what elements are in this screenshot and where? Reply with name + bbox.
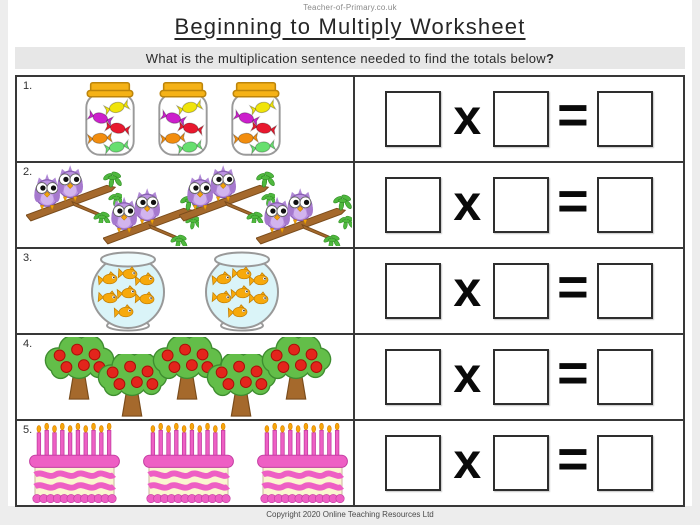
question-punctuation: ? <box>545 50 555 66</box>
question-text: What is the multiplication sentence need… <box>145 50 546 66</box>
product-box[interactable] <box>596 435 653 491</box>
worksheet-slide: Teacher-of-Primary.co.uk Beginning to Mu… <box>8 0 692 507</box>
product-box[interactable] <box>596 349 653 405</box>
equals-symbol: = <box>557 343 589 403</box>
problem-row-1: 1. x = <box>17 77 683 163</box>
apple-trees-illustration <box>44 337 332 417</box>
picture-cell-3: 3. <box>17 249 355 333</box>
problem-row-4: 4. x = <box>17 335 683 421</box>
worksheet-title: Beginning to Multiply Worksheet <box>174 14 526 39</box>
picture-cell-5: 5. <box>17 421 355 505</box>
row-number: 3. <box>23 252 33 264</box>
product-box[interactable] <box>596 91 653 147</box>
equals-symbol: = <box>557 257 589 317</box>
candy-jars-illustration <box>18 77 352 161</box>
multiply-symbol: x <box>453 433 482 489</box>
picture-cell-1: 1. <box>17 77 355 161</box>
cakes-illustration <box>18 421 352 505</box>
multiply-symbol: x <box>453 89 482 145</box>
equation-cell-2: x = <box>355 163 683 247</box>
factor1-box[interactable] <box>385 263 442 319</box>
factor2-box[interactable] <box>493 91 550 147</box>
factor1-box[interactable] <box>385 349 442 405</box>
equation-cell-1: x = <box>355 77 683 161</box>
factor1-box[interactable] <box>385 435 442 491</box>
factor2-box[interactable] <box>493 435 550 491</box>
factor2-box[interactable] <box>493 263 550 319</box>
row-number: 2. <box>23 166 33 178</box>
product-box[interactable] <box>596 177 653 233</box>
multiply-symbol: x <box>453 347 482 403</box>
question-banner: What is the multiplication sentence need… <box>15 47 685 69</box>
multiply-symbol: x <box>453 175 482 231</box>
owls-illustration <box>18 163 352 247</box>
equals-symbol: = <box>557 85 589 145</box>
fish-bowls-illustration <box>18 249 352 333</box>
copyright-footer: Copyright 2020 Online Teaching Resources… <box>266 510 434 519</box>
factor1-box[interactable] <box>385 177 442 233</box>
equals-symbol: = <box>557 429 589 489</box>
product-box[interactable] <box>596 263 653 319</box>
row-number: 4. <box>23 338 33 350</box>
picture-cell-4: 4. <box>17 335 355 419</box>
equation-cell-4: x = <box>355 335 683 419</box>
problems-table: 1. x = 2. x = <box>15 75 685 507</box>
multiply-symbol: x <box>453 261 482 317</box>
factor1-box[interactable] <box>385 91 442 147</box>
equation-cell-5: x = <box>355 421 683 505</box>
site-watermark: Teacher-of-Primary.co.uk <box>303 3 397 12</box>
factor2-box[interactable] <box>493 177 550 233</box>
row-number: 1. <box>23 80 33 92</box>
equals-symbol: = <box>557 171 589 231</box>
problem-row-2: 2. x = <box>17 163 683 249</box>
equation-cell-3: x = <box>355 249 683 333</box>
factor2-box[interactable] <box>493 349 550 405</box>
picture-cell-2: 2. <box>17 163 355 247</box>
problem-row-3: 3. x = <box>17 249 683 335</box>
problem-row-5: 5. x = <box>17 421 683 505</box>
row-number: 5. <box>23 424 33 436</box>
